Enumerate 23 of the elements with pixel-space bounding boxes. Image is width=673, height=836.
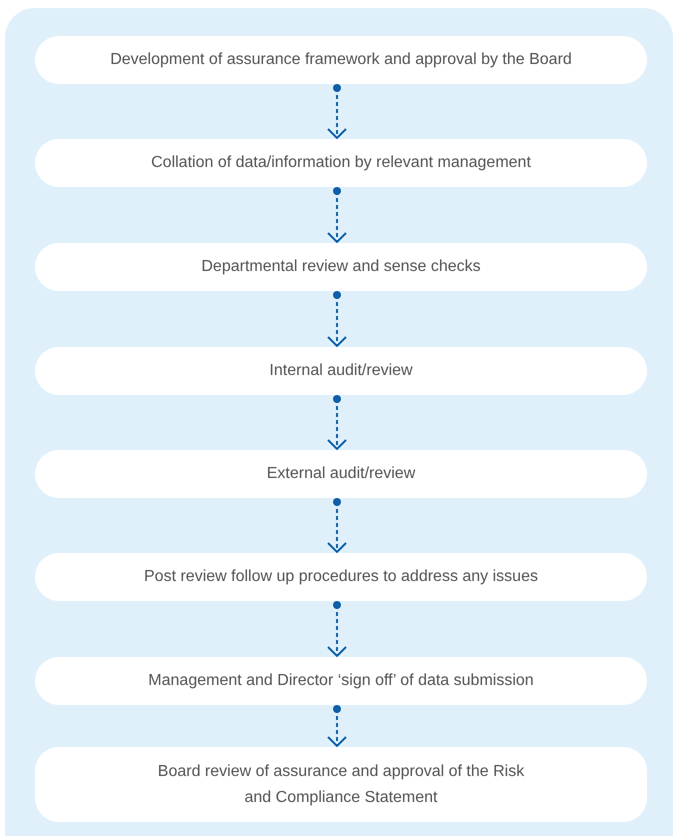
process-box — [35, 747, 647, 822]
step-text: Board review of assurance and approval of the Risk and Compliance Statement — [156, 762, 526, 808]
process-box — [35, 657, 647, 705]
process-box — [35, 553, 647, 601]
dashed-arrow — [327, 84, 347, 139]
process-box — [35, 139, 647, 187]
dashed-arrow — [327, 705, 347, 747]
process-box — [35, 347, 647, 395]
dashed-arrow — [327, 291, 347, 347]
step-text: Departmental review and sense checks — [201, 257, 481, 277]
process-box — [35, 243, 647, 291]
step-text: Collation of data/information by relevant management — [151, 153, 531, 173]
step-text: Post review follow up procedures to address any issues — [144, 567, 538, 587]
dashed-arrow — [327, 601, 347, 657]
process-box — [35, 36, 647, 84]
step-text: Management and Director ‘sign off’ of data submission — [148, 671, 534, 691]
step-text: Development of assurance framework and approval by the Board — [110, 50, 572, 70]
dashed-arrow — [327, 187, 347, 243]
dashed-arrow — [327, 395, 347, 450]
step-text: Internal audit/review — [269, 361, 413, 381]
process-box — [35, 450, 647, 498]
step-text: External audit/review — [266, 464, 416, 484]
dashed-arrow — [327, 498, 347, 553]
